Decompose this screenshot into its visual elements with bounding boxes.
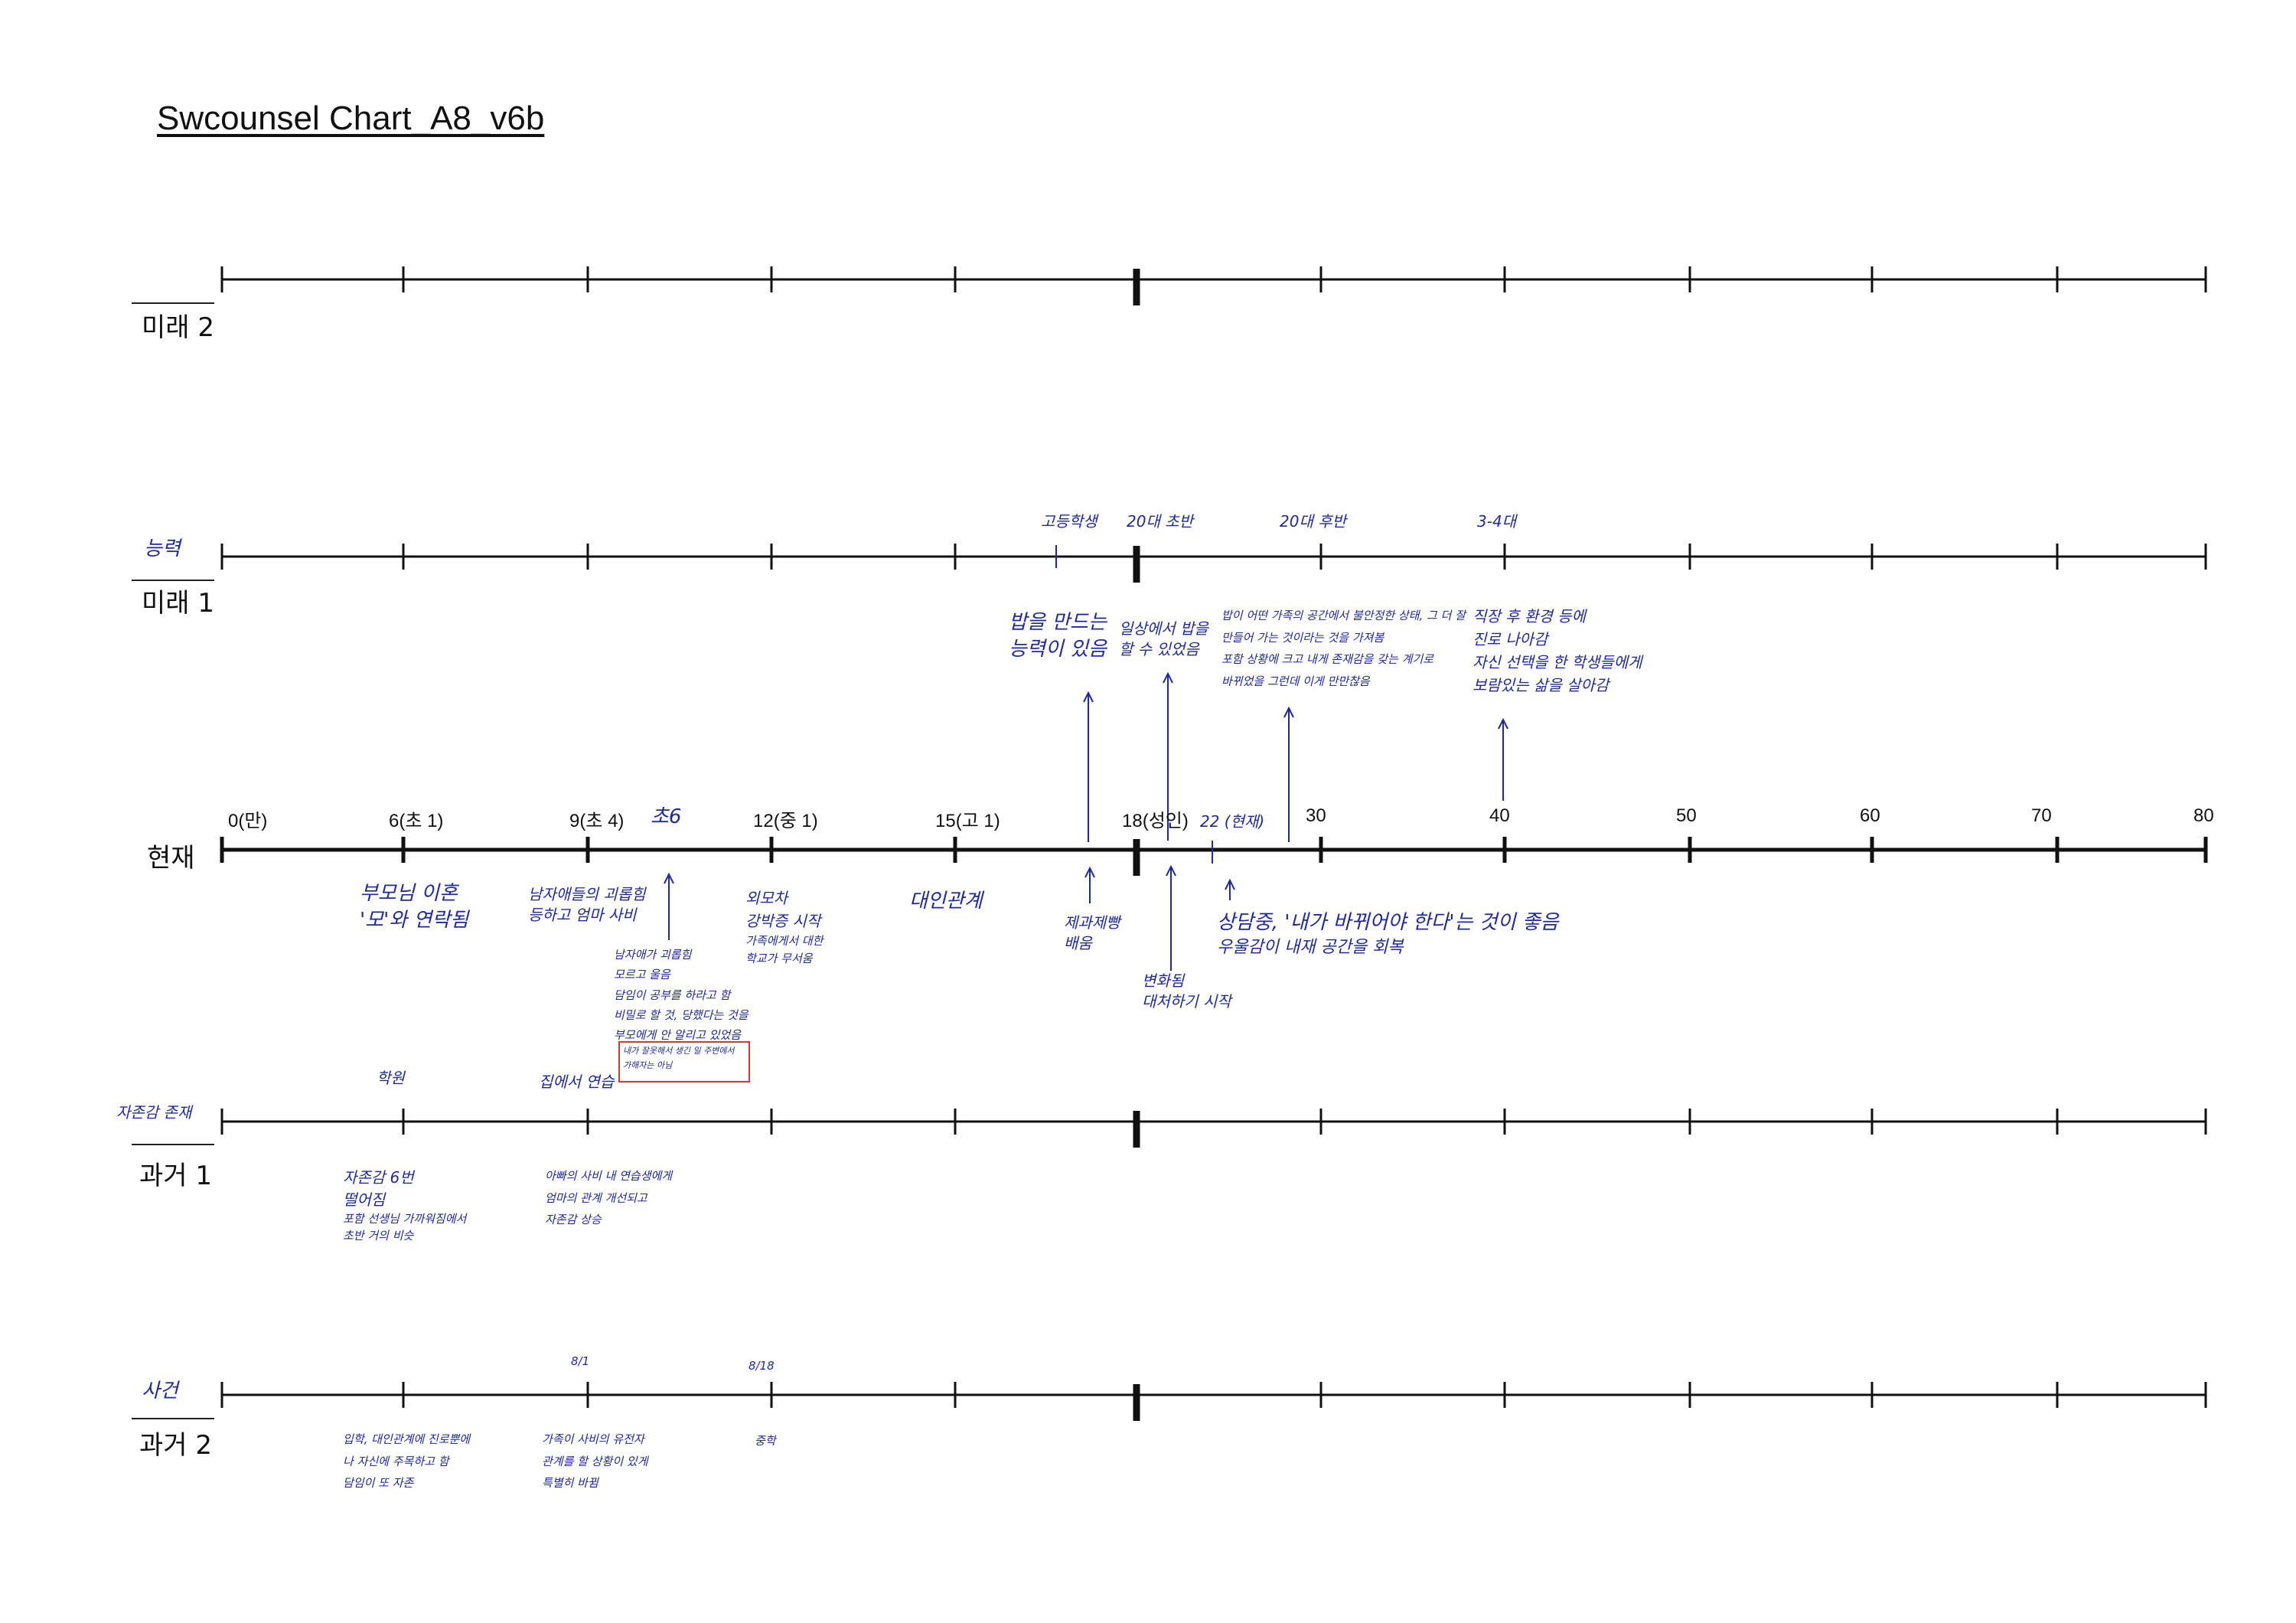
side-note-past2: 사건 — [142, 1380, 178, 1403]
age-label-0: 0(만) — [228, 811, 268, 831]
arrow-daily-baking-head — [1163, 671, 1173, 684]
future1-top-note-2: 20대 초반 — [1127, 512, 1194, 531]
age-label-30: 30 — [1306, 805, 1326, 826]
past1-top-note-2: 집에서 연습 — [539, 1073, 615, 1091]
row-label-future2: 미래 2 — [142, 312, 214, 343]
row-label-rule-past1 — [132, 1144, 214, 1145]
arrow-change-head — [1166, 864, 1176, 877]
age-label-9: 9(초 4) — [569, 811, 625, 831]
past1-top-note-1: 학원 — [377, 1069, 405, 1087]
arrow-baking-ability-head — [1083, 691, 1094, 703]
present-note-parents: 부모님 이혼'모'와 연락됨 — [360, 882, 469, 932]
row-label-past2: 과거 2 — [139, 1430, 212, 1461]
row-label-rule-future2 — [132, 302, 214, 304]
past2-note-3: 중학 — [755, 1434, 776, 1448]
age-label-50: 50 — [1676, 805, 1697, 826]
age-label-70: 70 — [2031, 805, 2052, 826]
arrow-baking-learn-head — [1084, 866, 1095, 878]
past2-top-note-1: 8/1 — [571, 1354, 590, 1368]
row-label-rule-future1 — [132, 580, 214, 581]
age-label-12: 12(중 1) — [753, 811, 818, 831]
age-label-40: 40 — [1489, 805, 1510, 826]
side-note-past1: 자존감 존재 — [116, 1103, 192, 1122]
future1-top-note-3: 20대 후반 — [1280, 512, 1347, 531]
arrow-counseling-head — [1225, 878, 1235, 890]
arrow-future-space-head — [1283, 706, 1294, 718]
side-note-future1: 능력 — [144, 537, 181, 560]
age-label-60: 60 — [1860, 805, 1880, 826]
arrow-career-head — [1498, 717, 1508, 730]
age-label-80: 80 — [2193, 805, 2214, 826]
present-note-grade6: 초6 — [651, 805, 682, 828]
age-label-15: 15(고 1) — [935, 811, 1000, 831]
age-label-18: 18(성인) — [1122, 811, 1189, 831]
boxed-note — [618, 1041, 750, 1083]
age-label-6: 6(초 1) — [389, 811, 444, 831]
row-label-past1: 과거 1 — [139, 1161, 212, 1191]
future1-top-note-4: 3-4대 — [1477, 512, 1517, 531]
future1-top-note-1: 고등학생 — [1041, 512, 1097, 531]
chart-title: Swcounsel Chart_A8_v6b — [157, 100, 545, 137]
row-label-future1: 미래 1 — [142, 588, 214, 619]
past2-top-note-2: 8/18 — [748, 1359, 775, 1373]
arrow-grade6-head — [664, 872, 674, 884]
row-label-present: 현재 — [147, 843, 195, 874]
current-age-label: 22 (현재) — [1200, 812, 1265, 831]
row-label-rule-past2 — [132, 1418, 214, 1419]
present-note-relations: 대인관계 — [909, 890, 983, 913]
